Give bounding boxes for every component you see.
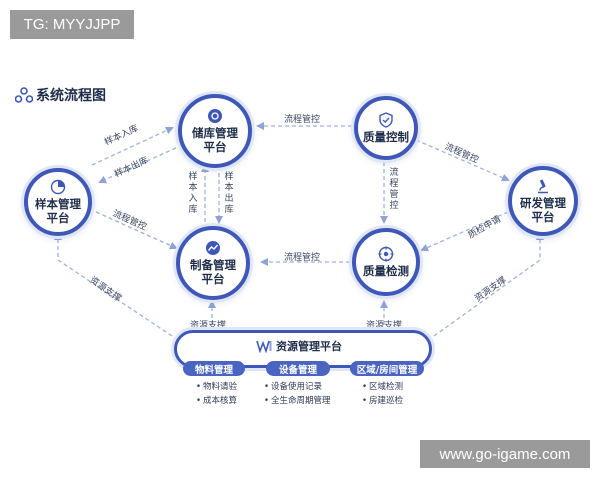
node-storage-platform: 储库管理 平台 (178, 94, 252, 168)
watermark-top: TG: MYYJJPP (10, 10, 134, 39)
list-item: 全生命周期管理 (264, 394, 331, 408)
edge-qc-to-rnd (415, 139, 510, 182)
watermark-bottom: www.go-igame.com (420, 440, 590, 468)
edge-sample-to-storage (91, 126, 174, 166)
edge-label-qc-to-qt: 流程管控 (389, 168, 399, 211)
node-quality-test-label: 质量检测 (363, 264, 409, 278)
node-storage-label: 储库管理 平台 (192, 126, 238, 154)
pill-material-management: 物料管理 (183, 361, 245, 376)
node-prep-label: 制备管理 平台 (190, 258, 236, 286)
storage-box-icon (208, 109, 222, 123)
edge-platform-to-rnd (433, 232, 544, 337)
target-icon (378, 246, 394, 262)
edge-label-resource-qt: 资源支撑 (366, 321, 403, 331)
edge-rnd-to-qt (420, 211, 509, 252)
edge-label-flow-qt-prep: 流程管控 (284, 253, 321, 263)
edge-sample-to-prep (95, 211, 178, 250)
area-items-list: 区域检测 房建巡检 (362, 380, 403, 408)
resource-platform-title-row: 资源管理平台 (256, 338, 342, 354)
list-item: 物料请验 (196, 380, 237, 394)
node-rnd-platform: 研发管理 平台 (508, 166, 578, 236)
node-prep-platform: 制备管理 平台 (176, 226, 250, 300)
edge-platform-to-sample (54, 232, 173, 337)
list-item: 房建巡检 (362, 394, 403, 408)
edge-label-storage-to-prep: 样本出库 (224, 172, 234, 215)
diagram-title: 系统流程图 (36, 88, 106, 104)
flow-nodes-icon (15, 87, 33, 103)
material-items-list: 物料请验 成本核算 (196, 380, 237, 408)
pill-area-room-management: 区域/房间管理 (350, 361, 424, 376)
node-rnd-label: 研发管理 平台 (520, 196, 566, 224)
edge-label-resource-prep: 资源支撑 (190, 321, 227, 331)
diagram-title-row: 系统流程图 (15, 85, 106, 105)
edge-label-flow-qc-storage: 流程管控 (284, 115, 321, 125)
node-quality-test: 质量检测 (352, 228, 420, 296)
node-quality-control-label: 质量控制 (363, 130, 409, 144)
node-sample-label: 样本管理 平台 (35, 197, 81, 225)
pie-chart-icon (50, 179, 66, 195)
list-item: 区域检测 (362, 380, 403, 394)
resource-logo-icon (256, 340, 272, 353)
microscope-icon (538, 179, 548, 194)
trend-line-icon (206, 241, 220, 255)
node-sample-platform: 样本管理 平台 (24, 168, 92, 236)
resource-platform-title: 资源管理平台 (276, 340, 342, 353)
equipment-items-list: 设备使用记录 全生命周期管理 (264, 380, 331, 408)
pill-equipment-management: 设备管理 (266, 361, 330, 376)
list-item: 设备使用记录 (264, 380, 331, 394)
list-item: 成本核算 (196, 394, 237, 408)
node-quality-control: 质量控制 (354, 96, 418, 160)
edge-label-prep-to-storage: 样本入库 (188, 172, 198, 215)
shield-check-icon (379, 112, 393, 128)
